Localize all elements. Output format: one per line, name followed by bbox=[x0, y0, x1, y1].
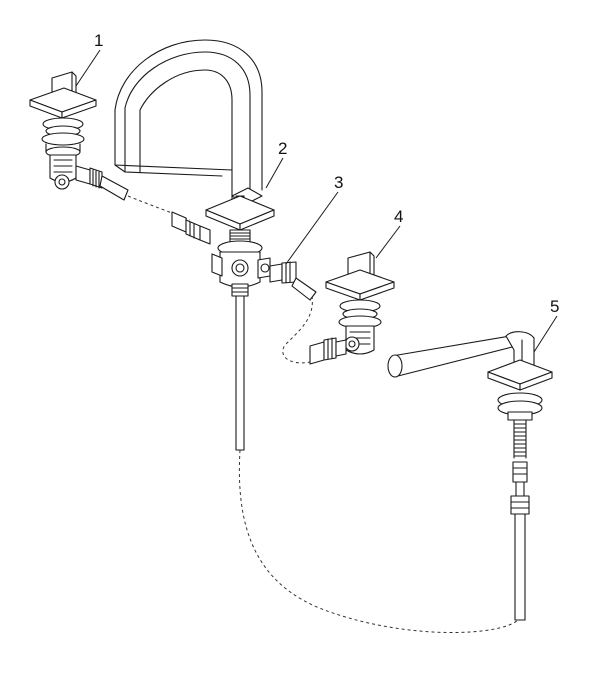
callout-label-4: 4 bbox=[394, 207, 403, 226]
callout-label-5: 5 bbox=[550, 297, 559, 316]
right-handle-valve bbox=[309, 251, 395, 365]
callout-4: 4 bbox=[375, 207, 403, 259]
hose-connections bbox=[127, 195, 519, 634]
hand-shower-assembly bbox=[387, 331, 553, 621]
callout-3: 3 bbox=[285, 173, 343, 265]
callout-1: 1 bbox=[75, 31, 103, 87]
callout-label-1: 1 bbox=[94, 31, 103, 50]
callout-5: 5 bbox=[533, 297, 559, 353]
callout-2: 2 bbox=[265, 139, 287, 189]
callout-label-2: 2 bbox=[278, 139, 287, 158]
spout-mixer-body bbox=[114, 39, 275, 451]
left-hose-connector bbox=[171, 211, 211, 245]
right-hose-connector bbox=[269, 261, 317, 301]
left-handle-valve bbox=[29, 71, 129, 201]
callout-label-3: 3 bbox=[334, 173, 343, 192]
